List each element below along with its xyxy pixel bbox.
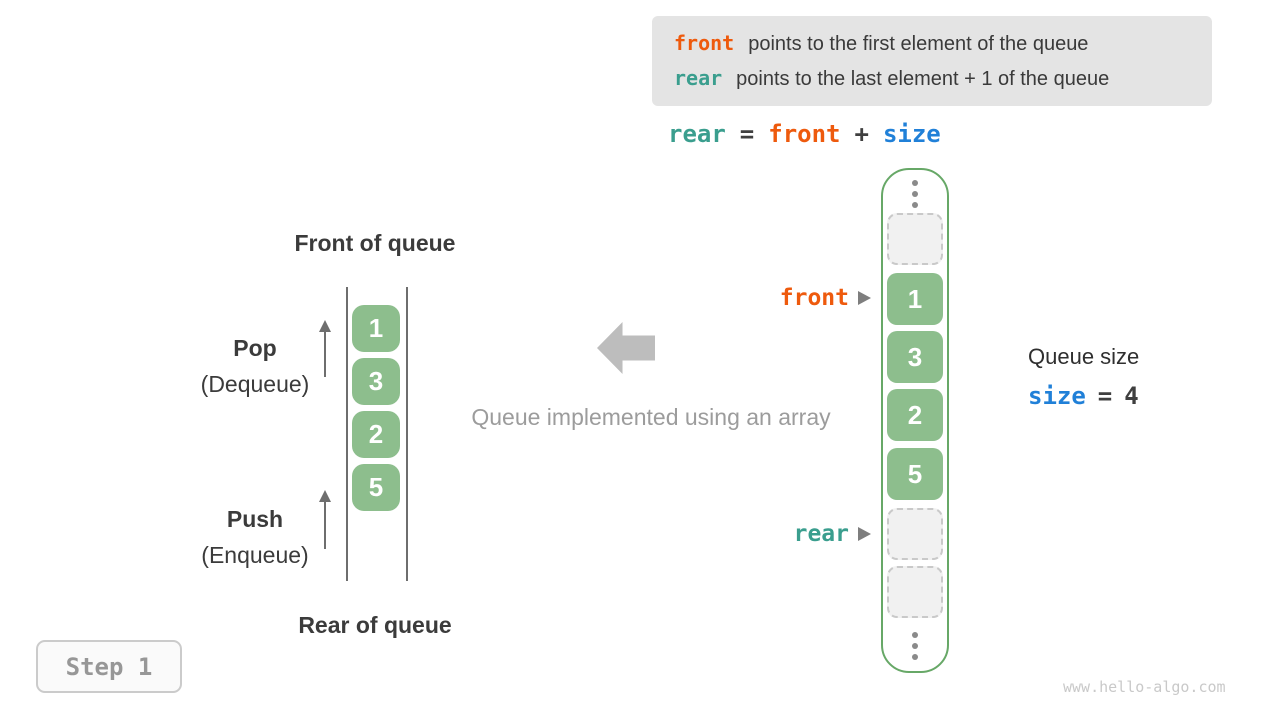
step-button[interactable]: Step 1	[36, 640, 182, 693]
rear-pointer: rear	[766, 521, 871, 547]
arrow-head	[319, 320, 331, 332]
dot	[912, 191, 918, 197]
push-label-block: Push (Enqueue)	[185, 506, 325, 569]
push-subtitle: (Enqueue)	[201, 542, 309, 568]
front-pointer: front	[766, 285, 871, 311]
queue-left-wall	[346, 287, 348, 581]
formula-rear: rear	[668, 120, 726, 148]
dot	[912, 654, 918, 660]
queue-size-label: Queue size	[1028, 344, 1140, 369]
left-block-arrow-icon	[597, 322, 655, 374]
size-value: 4	[1124, 382, 1139, 410]
rear-formula: rear = front + size	[668, 120, 941, 148]
front-keyword: front	[674, 31, 735, 55]
dot	[912, 180, 918, 186]
array-cell-empty	[887, 213, 943, 265]
formula-front: front	[768, 120, 841, 148]
pop-up-arrow-icon	[318, 320, 332, 377]
array-caption: Queue implemented using an array	[471, 404, 831, 430]
formula-size: size	[882, 120, 941, 148]
rear-of-queue-label: Rear of queue	[298, 612, 452, 638]
arrow-shaft	[324, 332, 326, 377]
pop-title: Pop	[233, 335, 277, 361]
rear-definition-row: rear points to the last element + 1 of t…	[674, 66, 1212, 91]
size-equals: =	[1097, 382, 1113, 410]
push-up-arrow-icon	[318, 490, 332, 549]
array-window: 1 3 2 5	[881, 168, 949, 673]
formula-equals: =	[739, 120, 755, 148]
size-equation: size = 4	[1028, 382, 1139, 410]
ellipsis-bottom-icon	[912, 632, 918, 660]
array-cell-empty	[887, 508, 943, 560]
rear-keyword: rear	[674, 66, 723, 90]
arrow-head	[319, 490, 331, 502]
arrow-shaft	[324, 502, 326, 549]
rear-definition-text: points to the last element + 1 of the qu…	[736, 68, 1110, 90]
pointer-info-box: front points to the first element of the…	[652, 16, 1212, 106]
front-pointer-label: front	[779, 285, 849, 311]
array-cell: 5	[887, 448, 943, 500]
front-of-queue-label: Front of queue	[294, 230, 456, 256]
formula-plus: +	[854, 120, 869, 148]
size-variable: size	[1028, 382, 1086, 410]
array-cell: 3	[887, 331, 943, 383]
right-triangle-icon	[858, 527, 871, 541]
queue-size-block: Queue size size = 4	[1028, 344, 1139, 410]
array-cell: 1	[887, 273, 943, 325]
array-cell-empty	[887, 566, 943, 618]
dot	[912, 643, 918, 649]
pop-label-block: Pop (Dequeue)	[185, 335, 325, 398]
left-queue-cell: 3	[352, 358, 400, 405]
left-queue-cell: 2	[352, 411, 400, 458]
queue-right-wall	[406, 287, 408, 581]
right-triangle-icon	[858, 291, 871, 305]
left-queue-cell: 5	[352, 464, 400, 511]
ellipsis-top-icon	[912, 180, 918, 208]
dot	[912, 632, 918, 638]
push-title: Push	[226, 506, 284, 532]
rear-pointer-label: rear	[793, 521, 849, 547]
front-definition-text: points to the first element of the queue	[748, 33, 1089, 55]
array-cell: 2	[887, 389, 943, 441]
pop-subtitle: (Dequeue)	[200, 371, 310, 397]
watermark: www.hello-algo.com	[1063, 678, 1226, 696]
dot	[912, 202, 918, 208]
front-definition-row: front points to the first element of the…	[674, 31, 1212, 56]
left-queue-cell: 1	[352, 305, 400, 352]
